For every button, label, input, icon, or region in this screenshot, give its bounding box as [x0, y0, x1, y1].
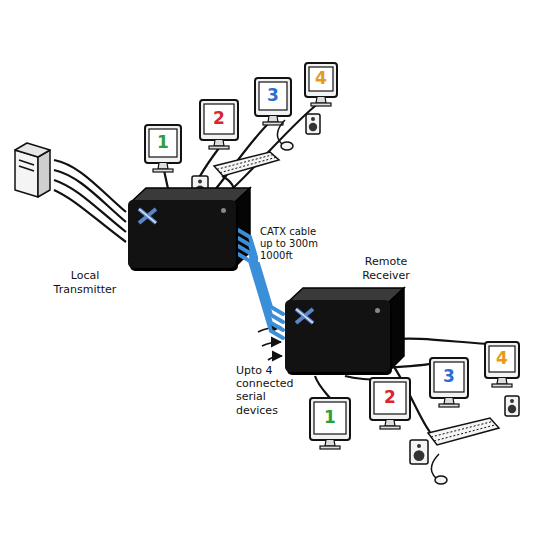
pc-cables [54, 160, 126, 242]
monitor-number: 4 [492, 348, 512, 368]
mouse [277, 120, 293, 150]
monitor [430, 358, 468, 407]
extender-box: Local Transmitter [128, 200, 236, 268]
brand-logo [293, 306, 319, 326]
speaker [505, 396, 519, 416]
monitor [145, 125, 181, 172]
status-led [221, 208, 226, 213]
callout-note: Upto 4 connected serial devices [236, 364, 310, 417]
monitor [255, 78, 291, 125]
speaker [306, 114, 320, 134]
mouse [431, 454, 447, 484]
monitor [485, 342, 519, 387]
cable-label: CATX cable up to 300m 1000ft [258, 226, 328, 262]
monitor-number: 1 [320, 407, 340, 427]
speaker [410, 440, 428, 464]
monitor-number: 2 [209, 108, 229, 128]
node-label: Remote Receiver [351, 254, 421, 284]
monitor [310, 398, 350, 449]
monitor [305, 63, 337, 106]
monitor-number: 2 [380, 387, 400, 407]
monitor-number: 1 [153, 132, 173, 152]
keyboard [214, 152, 279, 176]
brand-logo [136, 206, 162, 226]
status-led [375, 308, 380, 313]
keyboard [428, 418, 499, 445]
monitor-number: 4 [311, 68, 331, 88]
monitor [200, 100, 238, 149]
monitor-number: 3 [263, 85, 283, 105]
monitor [370, 378, 410, 429]
pc-tower [15, 143, 50, 197]
extender-box: Remote Receiver [285, 300, 390, 372]
monitor-number: 3 [439, 366, 459, 386]
node-label: Local Transmitter [46, 268, 124, 298]
